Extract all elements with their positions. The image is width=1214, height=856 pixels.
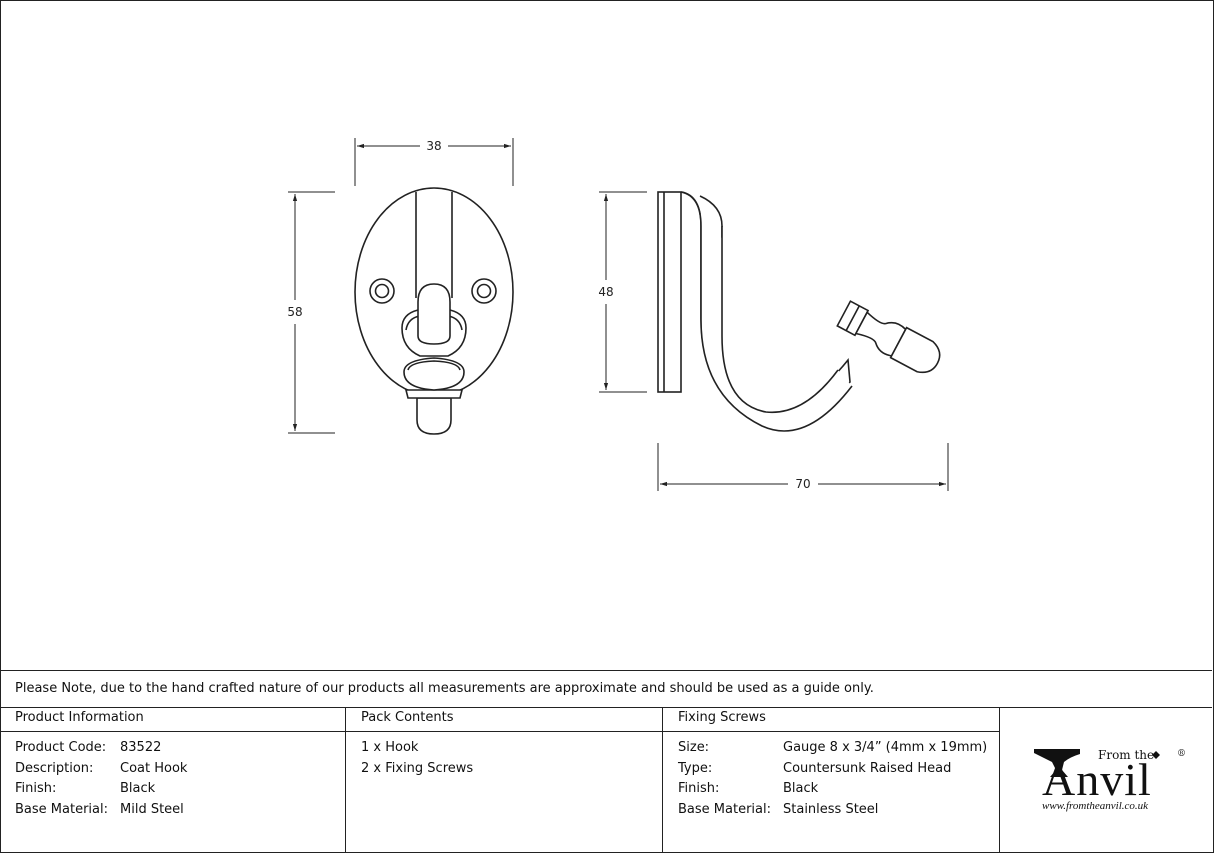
dim-side-projection: 70 (795, 477, 810, 491)
screw-size-row: Size: Gauge 8 x 3/4” (4mm x 19mm) (678, 740, 994, 761)
product-code-row: Product Code: 83522 (15, 740, 340, 761)
row-label: Product Code: (15, 740, 107, 755)
row-label: Base Material: (678, 801, 771, 817)
front-view-hook (354, 187, 514, 435)
anvil-icon (1034, 749, 1080, 777)
product-information-heading: Product Information (15, 710, 144, 725)
pack-contents-header: Pack Contents (346, 707, 662, 732)
row-value: Black (783, 781, 819, 796)
row-value: Countersunk Raised Head (783, 760, 952, 776)
base-material-row: Base Material: Mild Steel (15, 802, 340, 823)
screw-material-row: Base Material: Stainless Steel (678, 802, 994, 823)
row-value: Mild Steel (120, 801, 184, 817)
pack-contents-panel: Pack Contents 1 x Hook 2 x Fixing Screws (346, 707, 663, 852)
row-label: Type: (678, 760, 713, 776)
product-information-header: Product Information (0, 707, 345, 732)
pack-item: 2 x Fixing Screws (361, 761, 657, 782)
dim-front-width: 38 (426, 139, 441, 153)
pack-item: 1 x Hook (361, 740, 657, 761)
fixing-screws-header: Fixing Screws (663, 707, 999, 732)
row-value: Gauge 8 x 3/4” (4mm x 19mm) (783, 740, 988, 755)
logo-from-the: From the (1098, 748, 1154, 762)
screw-type-row: Type: Countersunk Raised Head (678, 761, 994, 782)
dim-side-height: 48 (598, 285, 613, 299)
technical-drawing: 38 58 48 70 (287, 138, 949, 491)
measurement-note: Please Note, due to the hand crafted nat… (0, 670, 1212, 708)
fixing-screws-panel: Fixing Screws Size: Gauge 8 x 3/4” (4mm … (663, 707, 1000, 852)
row-value: Stainless Steel (783, 801, 879, 817)
description-row: Description: Coat Hook (15, 761, 340, 782)
row-value: Black (120, 781, 156, 796)
diamond-icon (1152, 751, 1160, 759)
logo-registered: ® (1177, 749, 1186, 759)
row-value: 83522 (120, 740, 162, 755)
product-information-panel: Product Information Product Code: 83522 … (0, 707, 346, 852)
logo-brand: Anvil (1042, 754, 1152, 805)
note-text: Please Note, due to the hand crafted nat… (15, 681, 874, 696)
row-value: Coat Hook (120, 760, 188, 776)
pack-contents-heading: Pack Contents (361, 710, 454, 725)
dim-front-height: 58 (287, 305, 302, 319)
pack-item-text: 1 x Hook (361, 740, 419, 755)
logo-url: www.fromtheanvil.co.uk (1042, 800, 1149, 812)
dimension-lines (288, 138, 949, 491)
row-label: Finish: (678, 781, 720, 796)
from-the-anvil-logo: From the ® Anvil www.fromtheanvil.co.uk (1000, 707, 1212, 852)
row-label: Base Material: (15, 801, 108, 817)
side-view-hook (657, 191, 941, 432)
row-label: Finish: (15, 781, 57, 796)
fixing-screws-heading: Fixing Screws (678, 710, 766, 725)
screw-finish-row: Finish: Black (678, 781, 994, 802)
pack-item-text: 2 x Fixing Screws (361, 760, 474, 776)
row-label: Description: (15, 760, 94, 776)
finish-row: Finish: Black (15, 781, 340, 802)
row-label: Size: (678, 740, 710, 755)
